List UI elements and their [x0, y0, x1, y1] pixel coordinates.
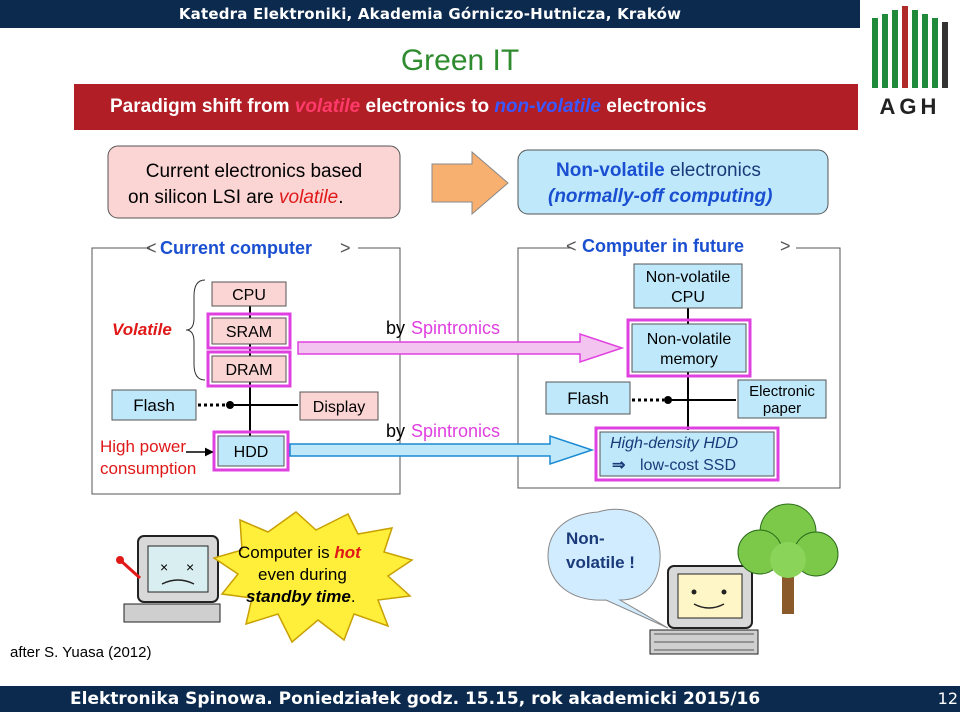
page-number: 12	[937, 689, 958, 708]
svg-text:Non-volatile electronics: Non-volatile electronics	[556, 160, 761, 181]
svg-text:×: ×	[160, 559, 168, 575]
svg-text:CPU: CPU	[232, 287, 266, 304]
svg-text:DRAM: DRAM	[225, 362, 272, 379]
svg-text:Display: Display	[313, 399, 365, 416]
logo-text: AGH	[880, 94, 941, 119]
svg-text:volatile !: volatile !	[566, 553, 635, 572]
svg-text:<: <	[146, 238, 157, 258]
footer-text: Elektronika Spinowa. Poniedziałek godz. …	[70, 689, 761, 709]
svg-text:Computer is hot: Computer is hot	[238, 543, 362, 562]
svg-text:>: >	[780, 236, 791, 256]
svg-text:Non-volatile: Non-volatile	[646, 269, 731, 286]
non-volatile-box	[517, 149, 829, 215]
speech-bubble	[547, 508, 669, 629]
svg-text:Non-: Non-	[566, 529, 605, 548]
svg-text:low-cost SSD: low-cost SSD	[640, 457, 736, 474]
svg-text:⇒: ⇒	[612, 457, 625, 474]
citation: after S. Yuasa (2012)	[10, 644, 152, 661]
svg-text:Non-volatile: Non-volatile	[647, 331, 732, 348]
header-bar	[0, 0, 860, 28]
paradigm-banner: Paradigm shift from volatile electronics…	[74, 84, 858, 130]
svg-text:SRAM: SRAM	[226, 324, 272, 341]
svg-text:High-density HDD: High-density HDD	[610, 435, 738, 452]
svg-text:Volatile: Volatile	[112, 320, 172, 339]
institution-header: Katedra Elektroniki, Akademia Górniczo-H…	[178, 5, 682, 23]
agh-logo: AGH	[872, 6, 948, 119]
svg-text:High power: High power	[100, 437, 186, 456]
svg-text:standby time.: standby time.	[246, 587, 356, 606]
tree-icon	[737, 503, 839, 614]
svg-text:Computer in future: Computer in future	[582, 236, 744, 256]
svg-text:>: >	[340, 238, 351, 258]
svg-text:Flash: Flash	[133, 396, 175, 415]
transition-arrow	[431, 150, 509, 216]
svg-text:on silicon LSI are volatile.: on silicon LSI are volatile.	[128, 187, 343, 208]
svg-text:Current computer: Current computer	[160, 238, 312, 258]
current-electronics-box	[107, 145, 401, 219]
svg-text:Current electronics based: Current electronics based	[146, 161, 363, 182]
slide-title: Green IT	[400, 44, 520, 77]
footer-bar	[0, 686, 960, 712]
hot-burst	[212, 511, 414, 644]
svg-text:×: ×	[186, 559, 194, 575]
svg-text:(normally-off computing): (normally-off computing)	[548, 186, 772, 207]
svg-text:<: <	[566, 236, 577, 256]
hot-computer-cartoon: × ×	[116, 535, 221, 623]
svg-text:HDD: HDD	[234, 444, 269, 461]
svg-text:Electronic: Electronic	[749, 383, 815, 400]
svg-text:consumption: consumption	[100, 459, 196, 478]
svg-text:even during: even during	[258, 565, 347, 584]
svg-text:paper: paper	[763, 400, 801, 417]
svg-text:Flash: Flash	[567, 389, 609, 408]
happy-computer-cartoon	[649, 565, 759, 655]
svg-text:memory: memory	[660, 351, 718, 368]
svg-text:CPU: CPU	[671, 289, 705, 306]
